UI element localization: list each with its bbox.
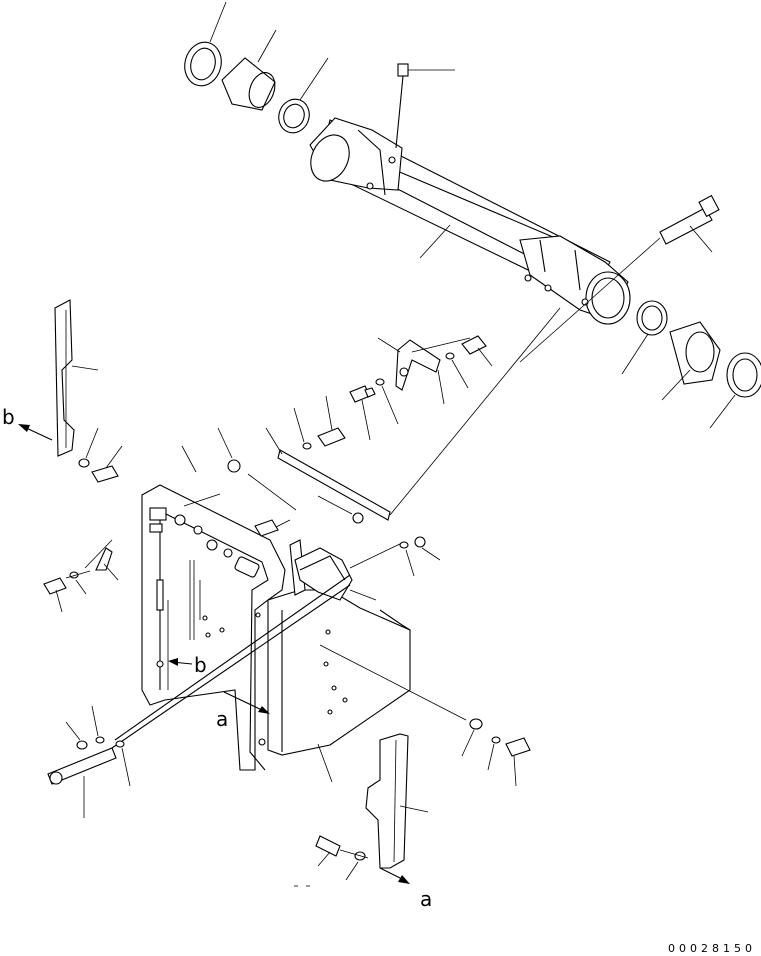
view-arrow-a-bottom: a (294, 867, 432, 911)
view-label-a: a (216, 707, 228, 731)
axle-tube (309, 63, 631, 325)
side-cover-left (54, 299, 123, 483)
view-arrow-b-frame: b (168, 653, 207, 677)
drawing-number: 00028150 (668, 942, 756, 955)
bushing-set-left (184, 1, 329, 134)
long-bolt-top (519, 194, 720, 363)
main-frame (84, 484, 411, 783)
side-cover-bottom (315, 733, 429, 881)
view-arrow-a-left: a (216, 691, 270, 731)
long-bolt-bottom (47, 705, 131, 818)
view-label-a-bottom: a (420, 887, 432, 911)
view-label-b: b (2, 405, 15, 429)
view-label-b-frame: b (194, 653, 207, 677)
fastener-group-center (293, 378, 399, 450)
bushing-set-right (621, 300, 761, 429)
bracket-middle (377, 335, 493, 405)
view-arrow-b-top: b (2, 405, 53, 441)
cover-plate (265, 307, 561, 524)
fastener-group-right (319, 536, 531, 787)
clip-bracket-left (43, 547, 119, 613)
nut-top (181, 427, 297, 537)
